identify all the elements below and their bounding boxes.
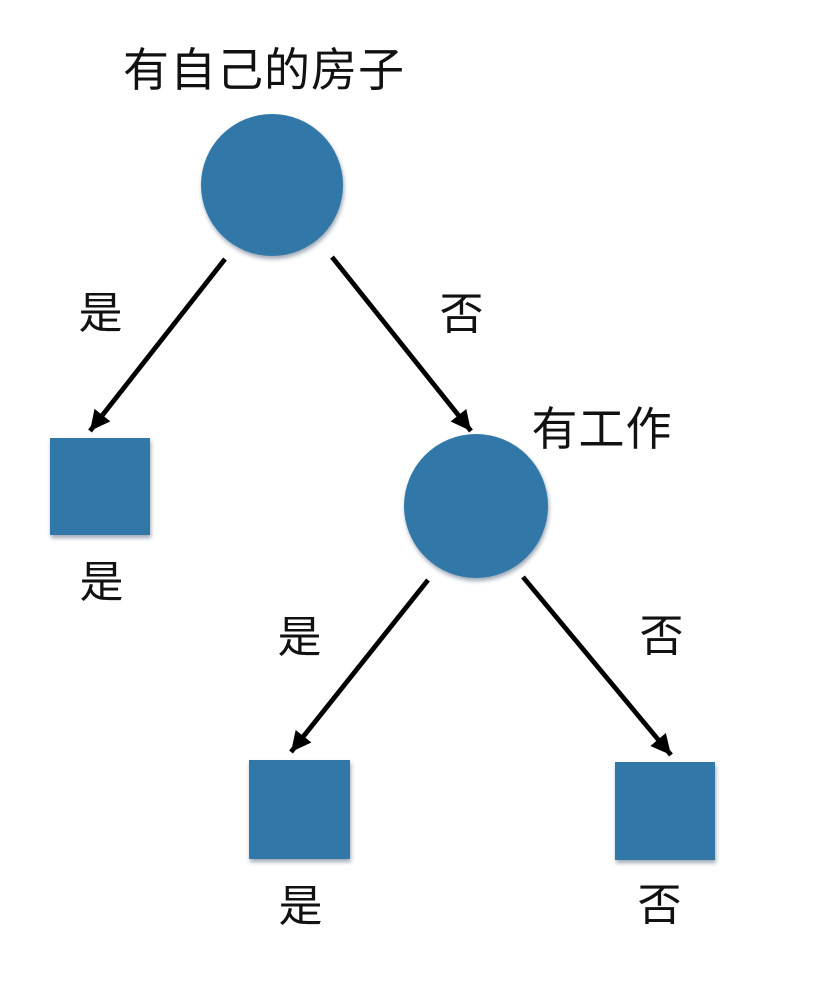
leaf-square-job-yes (249, 760, 350, 859)
leaf-job-yes-label: 是 (278, 882, 324, 931)
leaf-root-yes-label: 是 (79, 558, 125, 607)
edge-root-yes-label: 是 (78, 289, 124, 338)
edge-root-yes-arrow (88, 257, 227, 433)
leaf-square-root-yes (50, 438, 150, 535)
job-decision-circle (404, 434, 548, 578)
edge-root-no-arrow (330, 255, 473, 433)
edge-job-no-arrow (521, 575, 673, 757)
root-node-label: 有自己的房子 (123, 44, 405, 96)
edge-root-no-label: 否 (439, 290, 485, 339)
edge-job-no-label: 否 (639, 612, 685, 661)
leaf-square-job-no (615, 762, 715, 860)
root-decision-circle (201, 114, 343, 256)
edge-job-yes-label: 是 (277, 613, 323, 662)
leaf-job-no-label: 否 (637, 881, 683, 930)
edge-job-yes-arrow (289, 578, 430, 754)
job-node-label: 有工作 (531, 403, 673, 455)
